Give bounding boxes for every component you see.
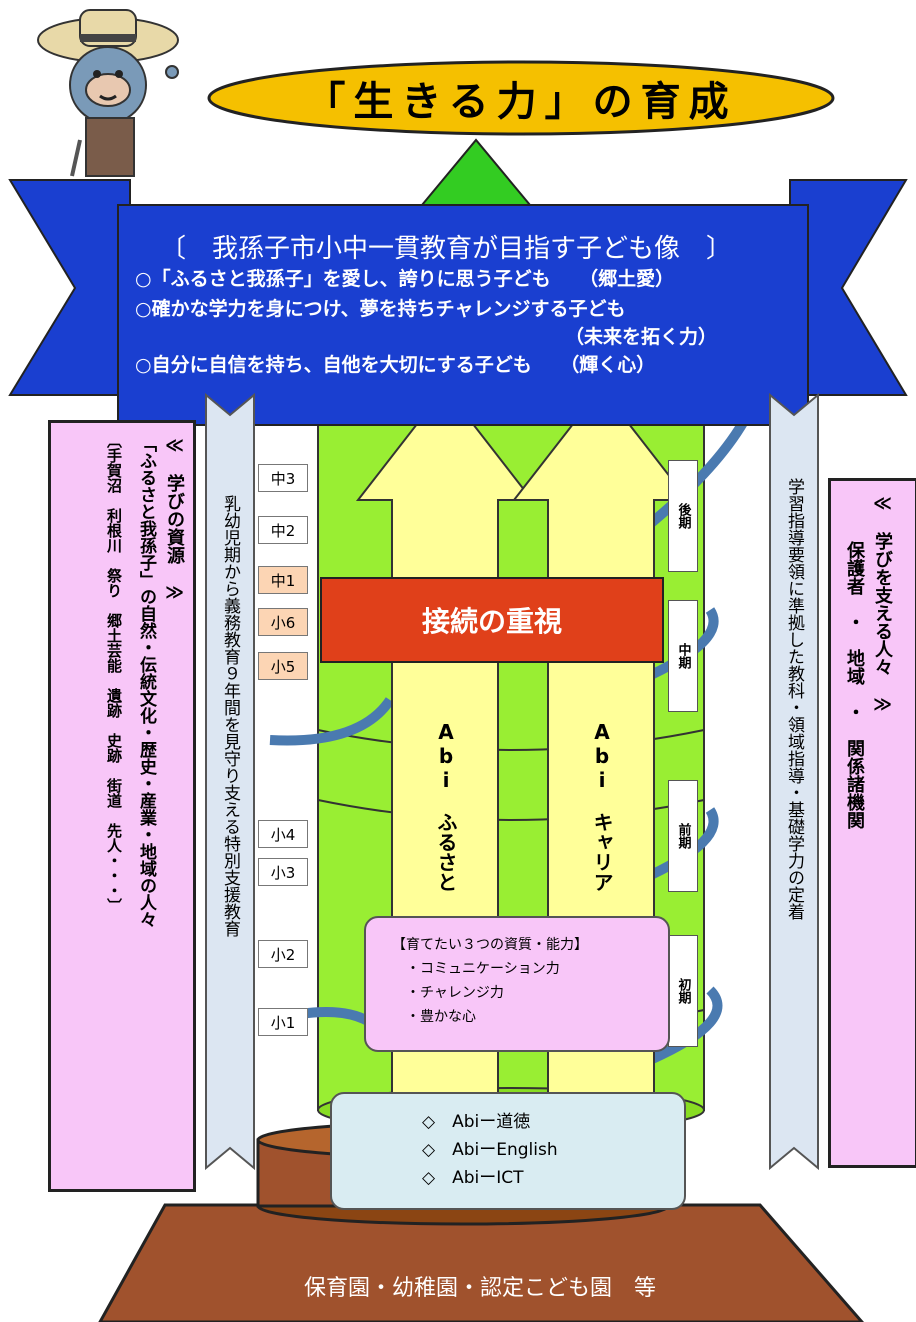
grade-sho2: 小2 [258,940,308,968]
supporters-heading: ≪ 学びを支える人々 ≫ [872,493,893,715]
page-title: 「生きる力」の育成 [305,79,737,125]
foundation-label: 保育園・幼稚園・認定こども園 等 [303,1276,656,1301]
curve-arrow-1 [269,697,395,746]
learning-resources-line1: 「ふるさと我孫子」の自然・伝統文化・歴史・産業・地域の人々 [136,435,156,928]
curve-arrow-4 [637,607,719,685]
ability-item: ・豊かな心 [406,1009,476,1025]
goal-item-2: ○確かな学力を身につけ、夢を持ちチャレンジする子ども [135,298,626,320]
learning-resources-line2: 〔手賀沼 利根川 祭り 郷土芸能 遺跡 史跡 街道 先人・・・〕 [105,433,123,913]
right-ribbon-shape [769,392,819,1171]
learning-resources-box: ≪ 学びの資源 ≫ 「ふるさと我孫子」の自然・伝統文化・歴史・産業・地域の人々 … [48,420,196,1192]
left-ribbon-text: 乳幼児期から義務教育９年間を見守り支える特別支援教育 [220,495,240,937]
base-item-moral: ◇ Abiー道徳 [422,1112,531,1132]
ability-item: ・チャレンジ力 [406,985,504,1001]
arrow-career-label: Abi キャリア [590,720,614,892]
mascot-character [37,9,179,177]
period-initial: 初期 [668,935,698,1047]
green-triangle [419,138,533,206]
base-item-ict: ◇ AbiーICT [422,1168,524,1188]
base-item-english: ◇ AbiーEnglish [422,1140,558,1160]
goal-item-1: ○「ふるさと我孫子」を愛し、誇りに思う子ども （郷土愛） [135,268,675,290]
grade-chu3: 中3 [258,464,308,492]
curve-arrow-5 [637,807,719,885]
grade-chu1: 中1 [258,566,308,594]
banner-body [117,204,809,426]
right-ribbon-text: 学習指導要領に準拠した教科・領域指導・基礎学力の定着 [784,478,804,920]
period-middle: 中期 [668,600,698,712]
learning-resources-heading: ≪ 学びの資源 ≫ [164,435,185,603]
goal-item-3: ○自分に自信を持ち、自他を大切にする子ども （輝く心） [135,354,656,376]
supporters-box: ≪ 学びを支える人々 ≫ 保護者 ・ 地域 ・ 関係諸機関 [828,478,916,1168]
abilities-heading: 【育てたい３つの資質・能力】 [392,937,588,953]
base-items-box: ◇ Abiー道徳 ◇ AbiーEnglish ◇ AbiーICT [330,1092,686,1210]
curve-arrow-6 [647,986,723,1065]
grade-sho5: 小5 [258,652,308,680]
title-ellipse [207,60,835,136]
banner-left-tail [8,179,131,396]
supporters-line1: 保護者 ・ 地域 ・ 関係諸機関 [844,541,865,829]
period-early: 前期 [668,780,698,892]
period-late: 後期 [668,460,698,572]
arrow-furusato-label: Abi ふるさと [434,720,458,892]
connection-emphasis-box: 接続の重視 [320,577,664,663]
ability-item: ・コミュニケーション力 [406,961,560,977]
grade-sho1: 小1 [258,1008,308,1036]
left-ribbon-shape [205,392,255,1171]
goals-heading: 〔 我孫子市小中一貫教育が目指す子ども像 〕 [160,234,733,264]
grade-chu2: 中2 [258,516,308,544]
grade-sho6: 小6 [258,608,308,636]
abilities-box: 【育てたい３つの資質・能力】 ・コミュニケーション力 ・チャレンジ力 ・豊かな心 [364,916,670,1052]
grade-sho3: 小3 [258,858,308,886]
goal-item-2-tag: （未来を拓く力） [565,326,718,348]
banner-right-tail [789,179,908,396]
grade-sho4: 小4 [258,820,308,848]
